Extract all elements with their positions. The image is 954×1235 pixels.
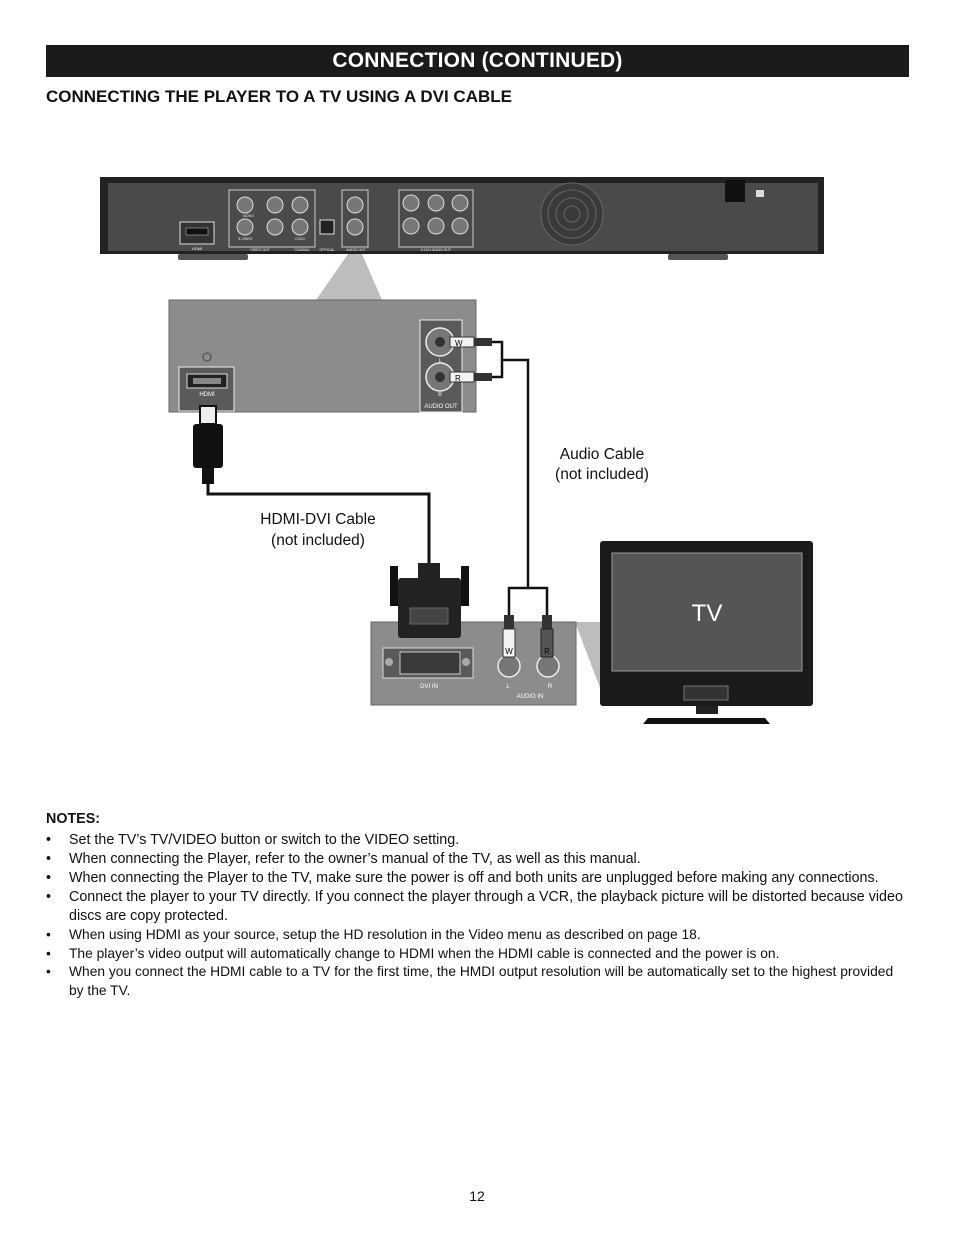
tv-zoom-pointer [575, 622, 600, 688]
player-51ch-label: 5.1CH AUDIO OUT [421, 248, 452, 252]
player-svideo-label: S-VIDEO [238, 237, 253, 241]
tv-r-label: R [548, 684, 553, 690]
player-coax-label: COAX [295, 237, 306, 241]
tv-audio-in-label: AUDIO IN [517, 694, 544, 700]
page-number: 12 [469, 1188, 485, 1204]
page-subheading: CONNECTING THE PLAYER TO A TV USING A DV… [46, 87, 512, 106]
zoom-hdmi-label: HDMI [199, 392, 215, 398]
section-banner: CONNECTION (CONTINUED) [46, 45, 909, 77]
audio-cable-bridge [492, 340, 504, 379]
connection-diagram: HDMI VIDEO S-VIDEO VIDEO OUT COAX COAXIA… [100, 177, 824, 724]
player-coaxial-label: COAXIAL [294, 248, 309, 252]
hdmi-dvi-cable-line [206, 484, 431, 565]
player-optical-label: OPTICAL [320, 248, 335, 252]
player-video-label: VIDEO [243, 214, 254, 218]
hdmi-dvi-label-line2: (not included) [271, 532, 365, 549]
dvi-connector [390, 563, 469, 638]
tv-r-plug-label: R [544, 647, 550, 656]
player-rear-panel: HDMI VIDEO S-VIDEO VIDEO OUT COAX COAXIA… [100, 177, 824, 260]
hdmi-plug [193, 405, 223, 484]
note-item: When you connect the HDMI cable to a TV … [46, 963, 908, 1000]
player-audio-out-label: AUDIO OUT [346, 248, 366, 252]
zoom-panel: HDMI L R AUDIO OUT [168, 299, 477, 413]
note-item: When connecting the Player, refer to the… [46, 850, 908, 869]
notes-section: NOTES: Set the TV’s TV/VIDEO button or s… [46, 810, 908, 1000]
note-item: Connect the player to your TV directly. … [46, 888, 908, 926]
hdmi-dvi-label-line1: HDMI-DVI Cable [260, 511, 375, 528]
player-video-out-label: VIDEO OUT [250, 248, 270, 252]
audio-plugs-tv: W R [502, 615, 554, 658]
note-item: When using HDMI as your source, setup th… [46, 926, 908, 945]
notes-title: NOTES: [46, 811, 101, 827]
audio-cable-main [502, 358, 530, 588]
player-hdmi-label: HDMI [192, 246, 202, 251]
zoom-l-label: L [439, 358, 442, 364]
note-item: When connecting the Player to the TV, ma… [46, 869, 908, 888]
notes-list: Set the TV’s TV/VIDEO button or switch t… [46, 831, 908, 1000]
zoom-r-plug-label: R [455, 374, 461, 383]
zoom-w-plug-label: W [455, 339, 463, 348]
tv-w-plug-label: W [505, 647, 513, 656]
tv-label: TV [692, 600, 723, 627]
zoom-r-label: R [438, 392, 442, 398]
audio-cable-label-line2: (not included) [555, 466, 649, 483]
audio-plugs-player: W R [449, 336, 492, 383]
audio-cable-label-line1: Audio Cable [560, 446, 644, 463]
zoom-audio-out-label: AUDIO OUT [424, 404, 458, 410]
tv-set: TV [600, 541, 813, 724]
note-item: Set the TV’s TV/VIDEO button or switch t… [46, 831, 908, 850]
note-item: The player’s video output will automatic… [46, 945, 908, 964]
tv-dvi-in-label: DVI IN [420, 684, 438, 690]
tv-l-label: L [506, 684, 510, 690]
audio-cable-split [507, 586, 549, 615]
zoom-pointer [316, 254, 382, 300]
